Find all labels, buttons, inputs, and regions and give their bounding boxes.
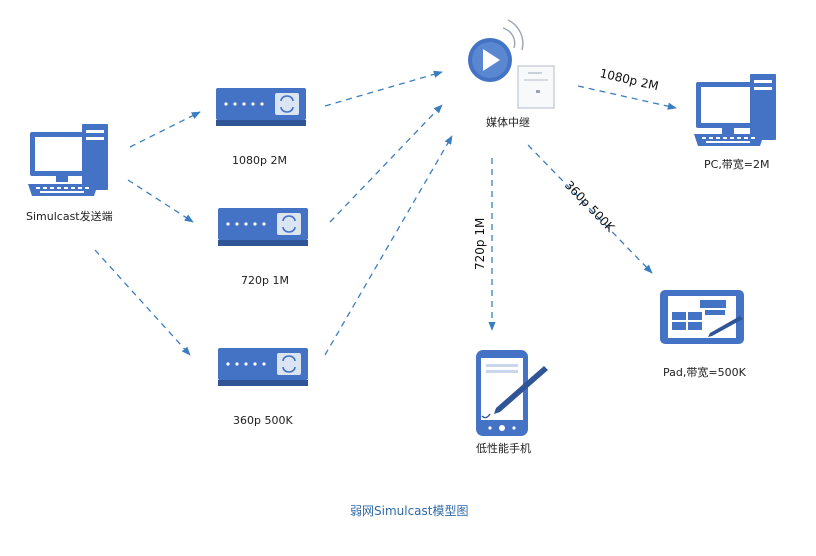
encoder-360p-label: 360p 500K — [233, 414, 293, 427]
sender-computer-icon — [28, 124, 108, 196]
connectors — [94, 70, 677, 356]
media-relay-icon — [468, 19, 555, 109]
arrow-encoder-1080p-to-relay — [324, 70, 443, 107]
diagram-caption: 弱网Simulcast模型图 — [350, 504, 469, 518]
encoder-720p-icon — [218, 208, 308, 246]
arrow-encoder-720p-to-relay — [329, 104, 443, 223]
pad-label: Pad,带宽=500K — [663, 366, 746, 379]
phone-label: 低性能手机 — [476, 442, 531, 455]
relay-label: 媒体中继 — [486, 116, 530, 129]
encoder-1080p-icon — [216, 88, 306, 126]
encoder-360p-icon — [218, 348, 308, 386]
pc-receiver-icon — [694, 74, 776, 146]
pad-receiver-icon — [660, 290, 744, 344]
arrow-sender-to-encoder-1080p — [129, 111, 201, 148]
arrow-relay-to-pc — [577, 85, 677, 110]
arrow-sender-to-encoder-360p — [94, 249, 191, 356]
phone-receiver-icon — [476, 350, 548, 436]
arrow-sender-to-encoder-720p — [127, 179, 194, 223]
encoder-1080p-label: 1080p 2M — [232, 154, 287, 167]
pc-label: PC,带宽=2M — [704, 158, 770, 171]
arrow-encoder-360p-to-relay — [324, 135, 453, 356]
encoder-720p-label: 720p 1M — [241, 274, 289, 287]
edge-label-to-phone: 720p 1M — [473, 217, 487, 270]
sender-label: Simulcast发送端 — [26, 210, 113, 223]
arrow-relay-to-pad — [527, 144, 653, 274]
